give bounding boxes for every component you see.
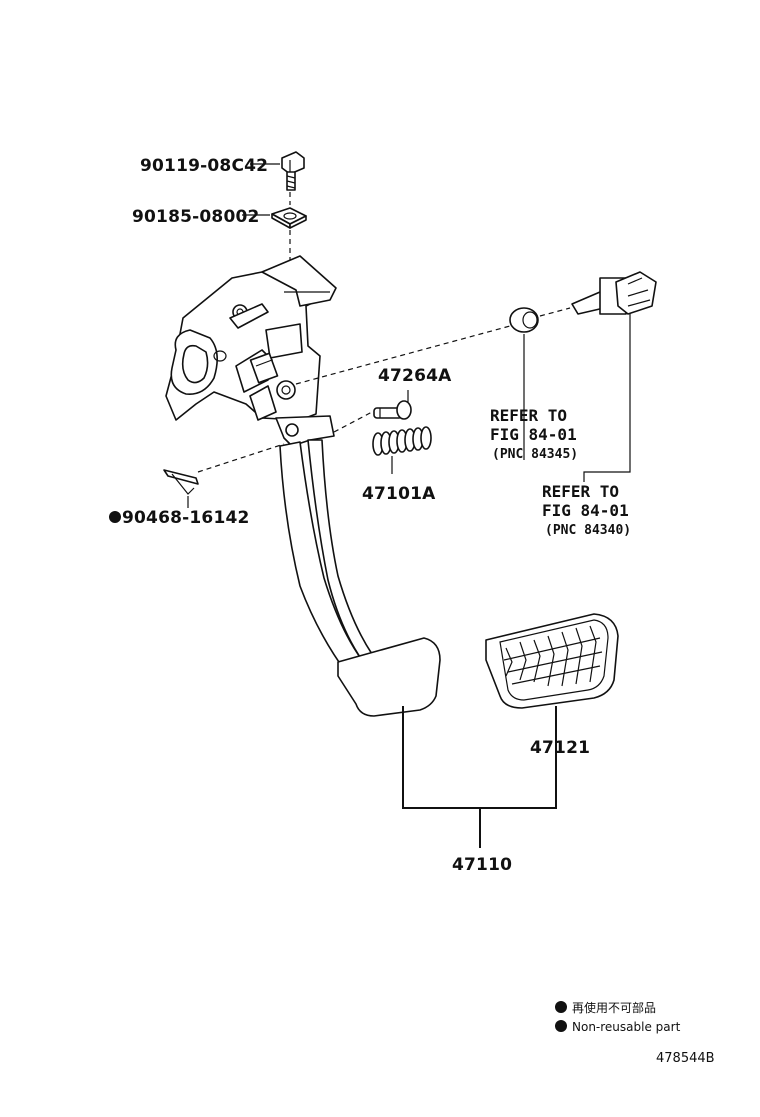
switch-leader	[583, 314, 631, 482]
non-reusable-marker	[109, 511, 121, 523]
pedal-pad	[485, 613, 619, 709]
refer1-line2: FIG 84-01	[490, 425, 577, 444]
clip-dash	[197, 443, 285, 473]
legend-marker-jp	[555, 1001, 567, 1013]
collar-switch-dash	[539, 307, 571, 317]
label-nut: 90185-08002	[132, 207, 260, 227]
stop-switch	[571, 271, 657, 315]
label-bolt: 90119-08C42	[140, 156, 268, 176]
pin-part	[373, 400, 412, 420]
label-pin: 47264A	[378, 366, 452, 386]
refer1-pnc: (PNC 84345)	[492, 447, 578, 462]
label-pedal-assy: 47110	[452, 855, 512, 875]
label-pad: 47121	[530, 738, 590, 758]
refer2-line2: FIG 84-01	[542, 501, 629, 520]
refer1-line1: REFER TO	[490, 406, 567, 425]
pedal-foot	[337, 637, 441, 717]
label-clip: 90468-16142	[122, 508, 250, 528]
diagram-code: 478544B	[656, 1051, 715, 1066]
refer2-pnc: (PNC 84340)	[545, 523, 631, 538]
pin-dash	[333, 411, 373, 433]
refer2-line1: REFER TO	[542, 482, 619, 501]
label-spring: 47101A	[362, 484, 436, 504]
spring-part	[372, 426, 432, 456]
legend-marker-en	[555, 1020, 567, 1032]
legend-jp: 再使用不可部品	[572, 1000, 656, 1015]
legend-en: Non-reusable part	[572, 1020, 681, 1034]
pedal-bracket	[165, 255, 337, 421]
clip-part	[163, 469, 199, 495]
bolt-part	[281, 151, 305, 191]
pedal-arm	[275, 415, 373, 673]
switch-dash	[295, 325, 511, 385]
nut-part	[271, 207, 307, 229]
switch-collar	[509, 307, 539, 333]
